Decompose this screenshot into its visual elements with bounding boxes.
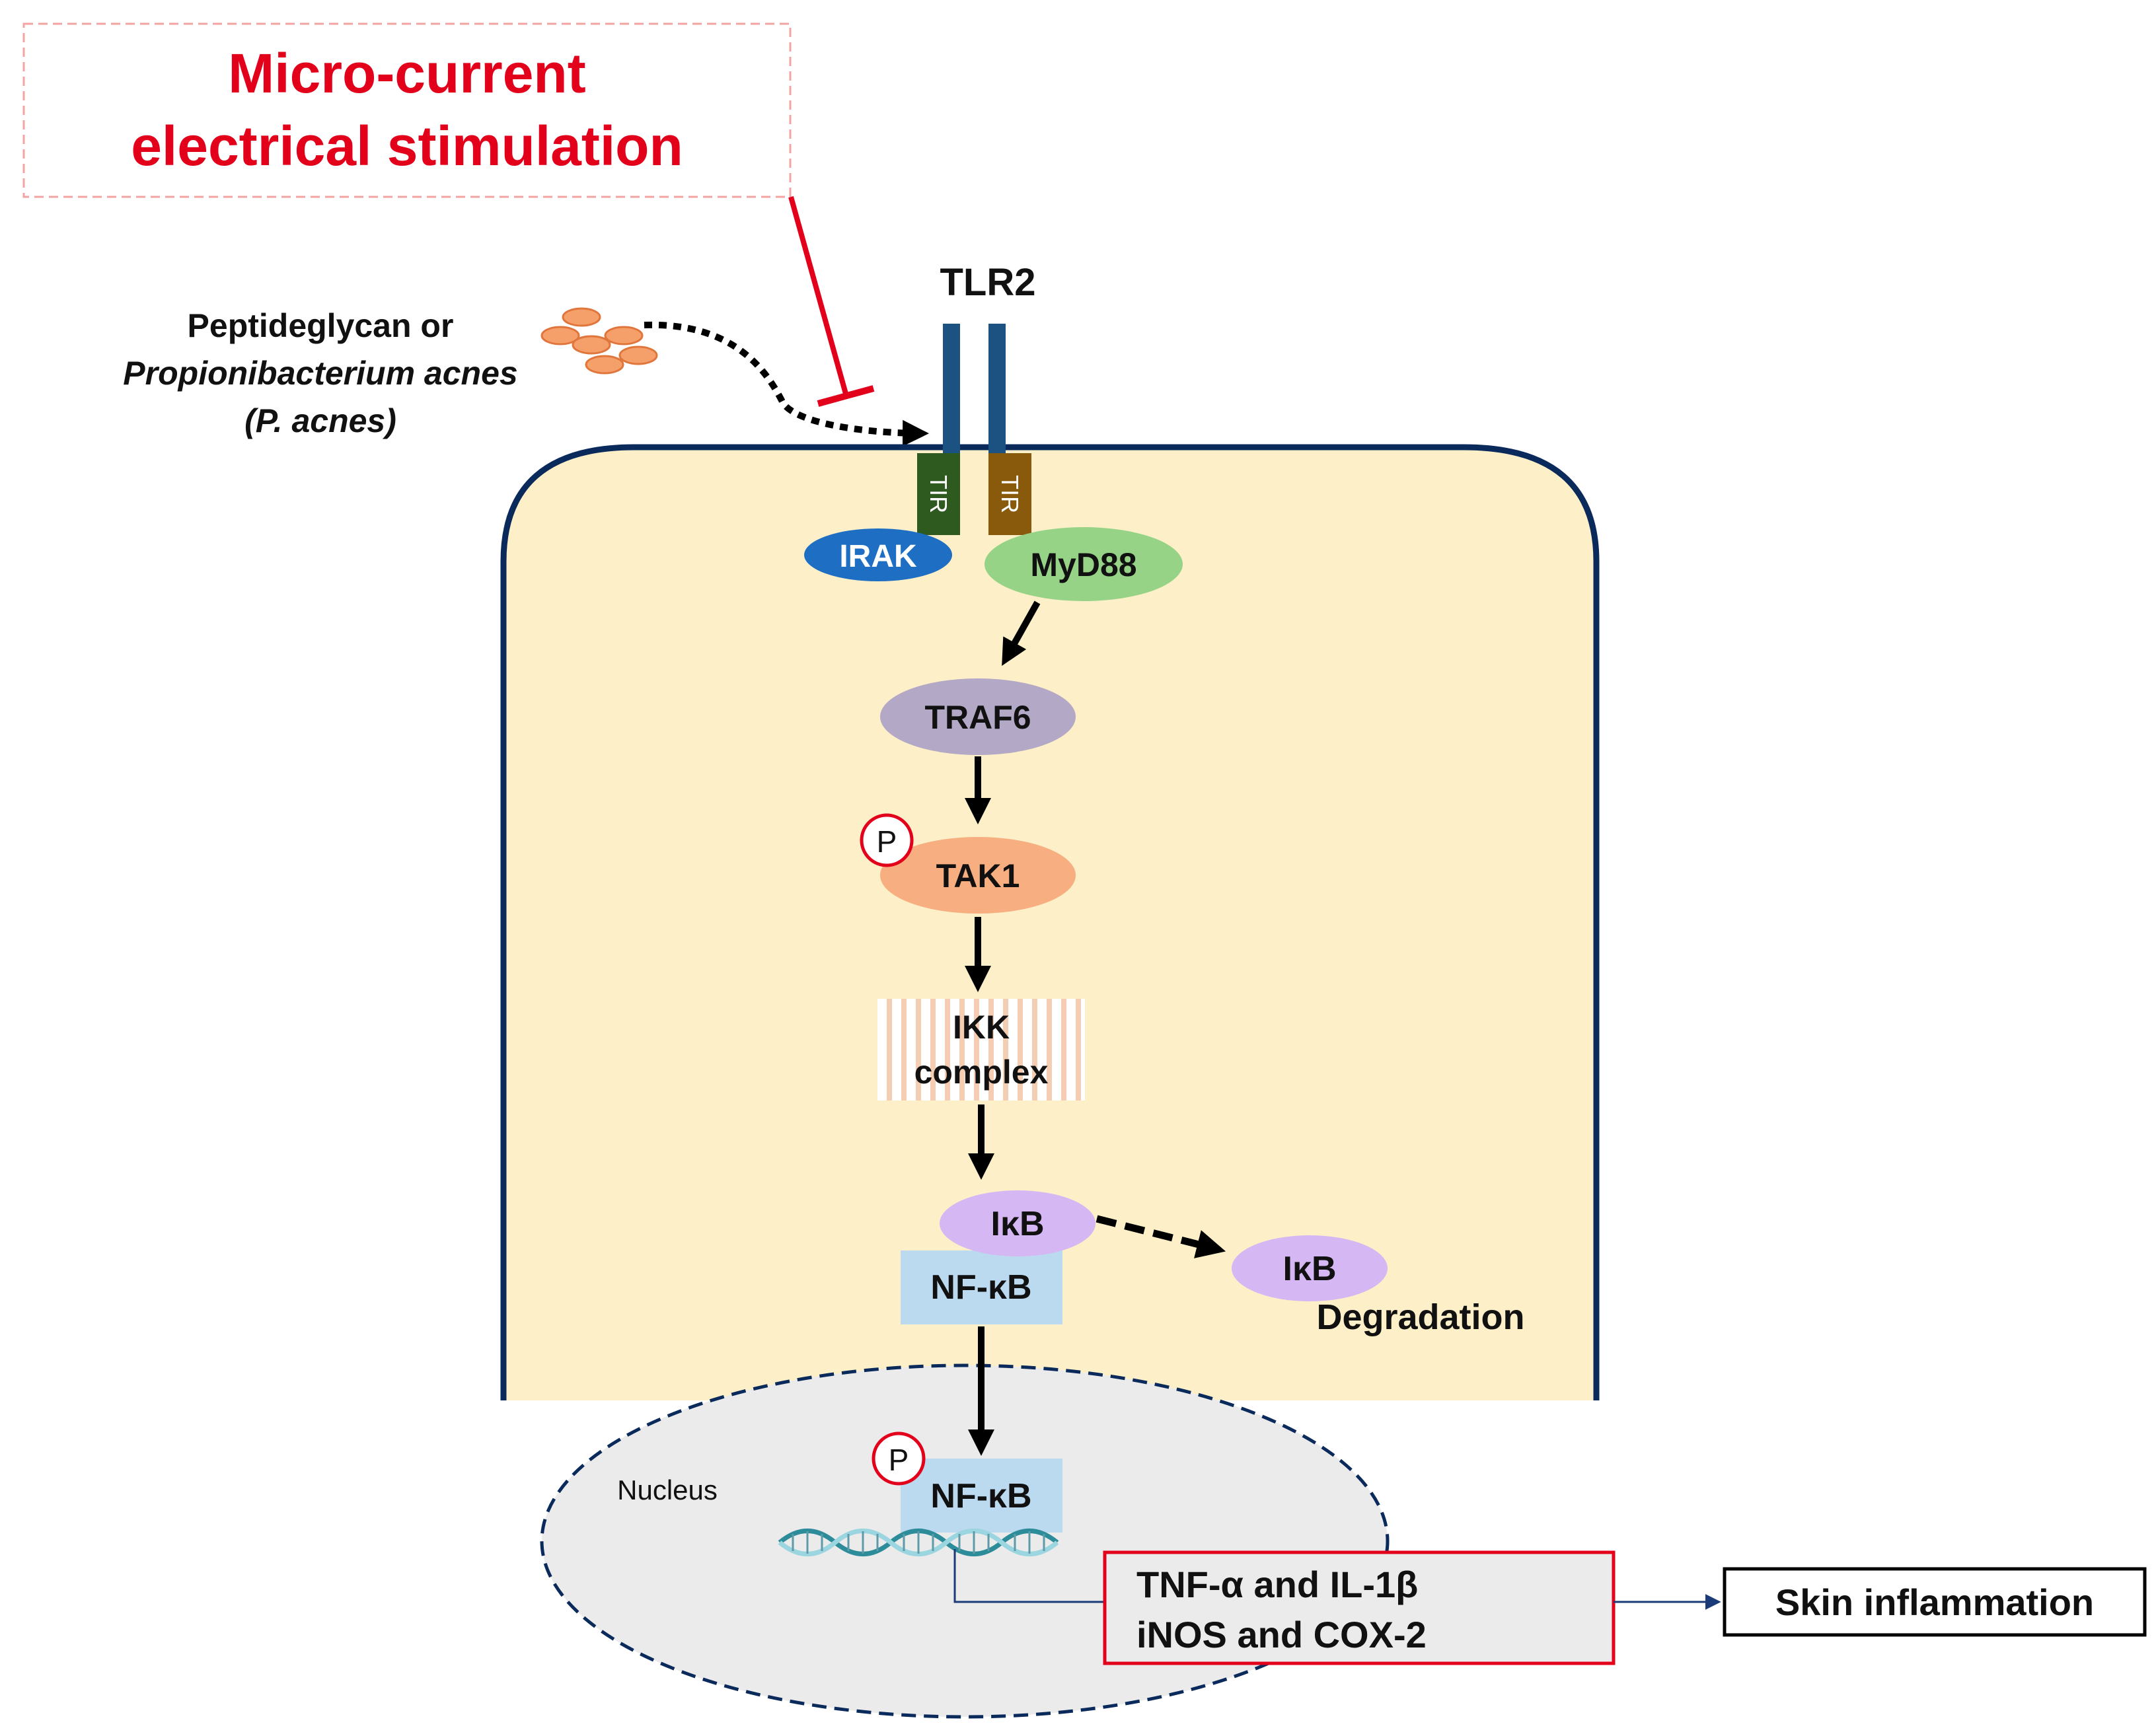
phospho-label-tak1: P bbox=[877, 824, 897, 859]
bacteria-icon bbox=[540, 307, 658, 375]
nfkb-cytoplasm-node bbox=[901, 1250, 1062, 1324]
tir-domain-left bbox=[917, 453, 960, 535]
nfkb-nuclear-label: NF-κB bbox=[930, 1477, 1031, 1515]
tir-domain-right bbox=[988, 453, 1031, 535]
myd88-label: MyD88 bbox=[1030, 546, 1136, 583]
irak-label: IRAK bbox=[839, 539, 917, 574]
stimulus-box: Micro-current electrical stimulation bbox=[22, 22, 792, 198]
ligand-activation-arrow bbox=[644, 321, 929, 447]
myd88-node bbox=[985, 527, 1183, 601]
dna-to-genes-connector bbox=[953, 1549, 1105, 1603]
ikk-complex-node bbox=[877, 999, 1085, 1101]
ikk-label-line1: IKK bbox=[953, 1009, 1010, 1046]
target-genes-box bbox=[1103, 1550, 1616, 1665]
ikb-label: IκB bbox=[991, 1205, 1045, 1243]
outcome-box bbox=[1723, 1567, 2147, 1637]
tlr2-receptor: TLR2 TIR TIR bbox=[917, 261, 1036, 535]
tlr2-label: TLR2 bbox=[940, 261, 1036, 304]
phospho-label-nfkb: P bbox=[889, 1443, 909, 1477]
phospho-badge-tak1: P bbox=[860, 813, 914, 867]
traf6-label: TRAF6 bbox=[924, 699, 1031, 736]
arrow-ikb-degradation bbox=[1096, 1215, 1226, 1258]
nfkb-nuclear-node bbox=[901, 1459, 1062, 1533]
degradation-label: Degradation bbox=[1316, 1297, 1524, 1337]
nucleus-label: Nucleus bbox=[617, 1474, 718, 1505]
cell-membrane bbox=[500, 444, 1600, 1400]
ikb-degraded-label: IκB bbox=[1283, 1250, 1337, 1288]
stimulus-label-line2: electrical stimulation bbox=[131, 115, 683, 177]
traf6-node bbox=[880, 678, 1076, 755]
ligand-label-line1: Peptideglycan or bbox=[188, 307, 454, 344]
ligand-label-line3: (P. acnes) bbox=[244, 402, 396, 439]
arrow-myd88-traf6 bbox=[1002, 600, 1041, 666]
ikb-node bbox=[940, 1190, 1096, 1256]
dna-icon bbox=[778, 1529, 1059, 1556]
ligand-label-line2: Propionibacterium acnes bbox=[123, 355, 517, 392]
tak1-node bbox=[880, 837, 1076, 914]
ligand-label: Peptideglycan or Propionibacterium acnes… bbox=[123, 307, 517, 439]
ikb-degraded-node bbox=[1232, 1235, 1388, 1301]
ikk-label-line2: complex bbox=[914, 1054, 1049, 1091]
cell-cytoplasm bbox=[503, 447, 1596, 1400]
target-genes-line1: TNF-α and IL-1β bbox=[1136, 1564, 1418, 1605]
tir-label-right: TIR bbox=[996, 475, 1023, 513]
stimulus-label-line1: Micro-current bbox=[228, 42, 585, 104]
irak-node bbox=[804, 528, 952, 581]
phospho-badge-nfkb: P bbox=[872, 1431, 926, 1486]
inhibition-line bbox=[788, 196, 875, 407]
tir-label-left: TIR bbox=[925, 475, 952, 513]
nfkb-cytoplasm-label: NF-κB bbox=[930, 1268, 1031, 1307]
outcome-label: Skin inflammation bbox=[1775, 1581, 2094, 1623]
tak1-label: TAK1 bbox=[936, 857, 1020, 894]
target-genes-line2: iNOS and COX-2 bbox=[1136, 1614, 1427, 1655]
